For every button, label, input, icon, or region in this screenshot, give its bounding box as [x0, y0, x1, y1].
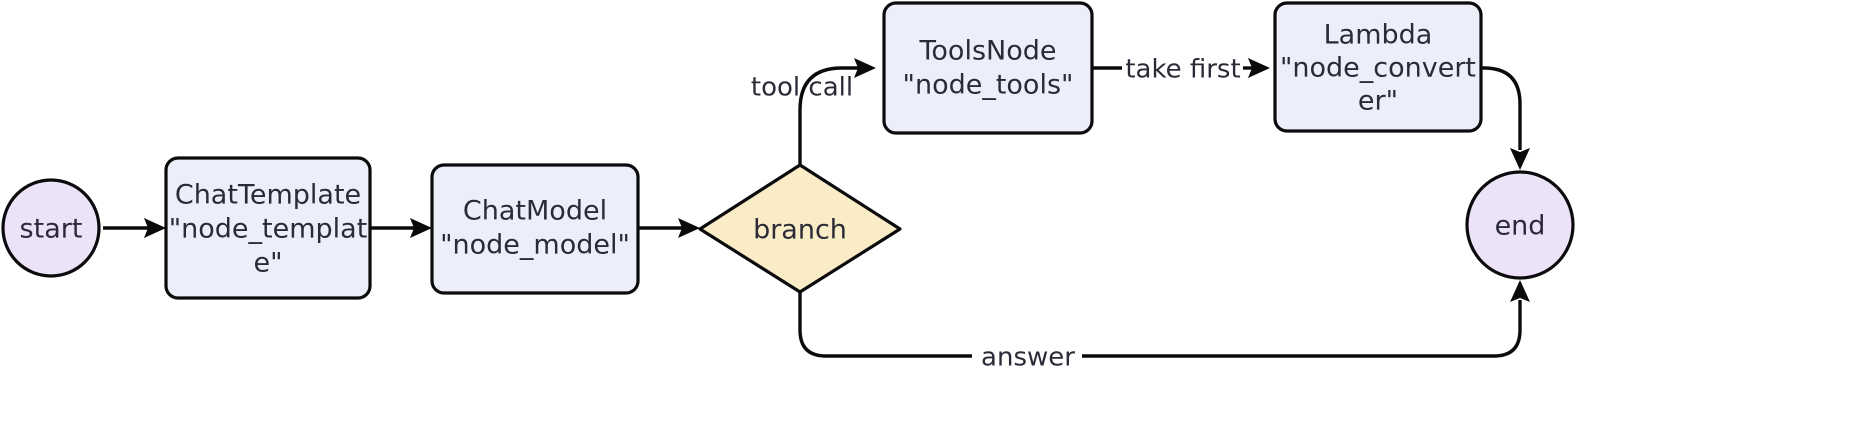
node-converter[interactable]: Lambda "node_convert er" — [1273, 1, 1483, 133]
node-chat-model-line1: ChatModel — [463, 196, 607, 227]
edge-branch-to-end: answer — [798, 280, 1530, 373]
edge-tools-to-converter: take first — [1092, 55, 1270, 85]
arrow-head-icon — [678, 218, 700, 238]
edge-start-to-template — [103, 218, 166, 238]
node-start-shape[interactable] — [1, 178, 101, 278]
edge-template-to-model — [370, 218, 432, 238]
node-tools-line1: ToolsNode — [919, 36, 1057, 67]
arrow-head-icon — [1510, 148, 1530, 170]
arrow-head-icon — [144, 218, 166, 238]
node-chat-model-shape[interactable] — [430, 163, 640, 295]
node-end-shape[interactable] — [1465, 170, 1575, 280]
edge-line — [798, 292, 972, 358]
edge-branch-to-tools: tool call — [751, 58, 876, 165]
node-end-label: end — [1495, 211, 1546, 242]
arrow-head-icon — [410, 218, 432, 238]
edge-label-tool-call: tool call — [751, 73, 853, 103]
node-start[interactable]: start — [1, 178, 101, 278]
node-chat-model[interactable]: ChatModel "node_model" — [430, 163, 640, 295]
edge-line — [798, 66, 858, 165]
node-chat-template-line3: e" — [253, 248, 282, 279]
arrow-head-icon — [1248, 58, 1270, 78]
node-converter-line2: "node_convert — [1280, 53, 1476, 84]
edge-line — [1481, 66, 1522, 150]
edge-label-take-first: take first — [1125, 55, 1240, 85]
edge-label-answer: answer — [981, 343, 1075, 373]
node-tools-shape[interactable] — [882, 1, 1094, 135]
node-chat-template-line2: "node_templat — [169, 214, 368, 245]
node-chat-model-line2: "node_model" — [440, 230, 630, 261]
node-tools-line2: "node_tools" — [903, 70, 1074, 101]
edge-converter-to-end — [1481, 66, 1530, 170]
node-converter-shape[interactable] — [1273, 1, 1483, 133]
edge-line — [1082, 300, 1522, 358]
node-end[interactable]: end — [1465, 170, 1575, 280]
node-branch[interactable]: branch — [698, 163, 902, 294]
node-chat-template[interactable]: ChatTemplate "node_templat e" — [164, 156, 372, 300]
node-converter-line3: er" — [1358, 86, 1398, 117]
node-start-label: start — [20, 214, 83, 245]
edge-model-to-branch — [638, 218, 700, 238]
arrow-head-icon — [854, 58, 876, 78]
arrow-head-icon — [1510, 280, 1530, 302]
node-branch-label: branch — [753, 215, 847, 246]
node-tools[interactable]: ToolsNode "node_tools" — [882, 1, 1094, 135]
node-converter-line1: Lambda — [1324, 20, 1433, 51]
node-chat-template-shape[interactable] — [164, 156, 372, 300]
node-chat-template-line1: ChatTemplate — [175, 180, 361, 211]
node-branch-shape[interactable] — [698, 163, 902, 294]
